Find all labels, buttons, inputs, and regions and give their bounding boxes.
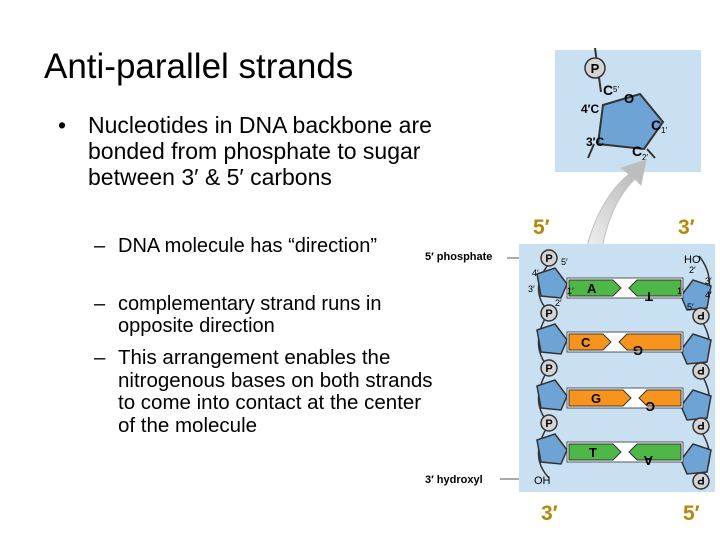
base-left bbox=[568, 443, 622, 461]
base-left-letter: C bbox=[581, 335, 591, 350]
phosphate-label: P bbox=[545, 363, 552, 375]
inset-c1-sub: 1′ bbox=[661, 126, 667, 135]
base-pair-1: A T bbox=[566, 277, 684, 304]
right-1-label: 1′ bbox=[677, 286, 684, 296]
phosphate-label: P bbox=[545, 418, 552, 430]
right-sugar-1 bbox=[680, 279, 712, 311]
base-pair-3: G C bbox=[566, 387, 684, 414]
main-bullet: • Nucleotides in DNA backbone are bonded… bbox=[58, 112, 438, 190]
right-sugar-3 bbox=[680, 389, 712, 421]
sub-bullet-3-text: This arrangement enables the nitrogenous… bbox=[118, 346, 433, 437]
inset-c3-label: 3′C bbox=[586, 135, 605, 149]
base-right bbox=[638, 389, 682, 407]
base-left-letter: A bbox=[587, 281, 597, 296]
sub-bullet-1: – DNA molecule has “direction” bbox=[94, 235, 434, 257]
main-bullet-text: Nucleotides in DNA backbone are bonded f… bbox=[88, 112, 432, 190]
phosphate-circle bbox=[584, 57, 606, 79]
left-sugar-4 bbox=[536, 433, 568, 465]
sub-bullet-2: – complementary strand runs in opposite … bbox=[94, 293, 434, 337]
base-left-letter: G bbox=[591, 391, 601, 406]
right-4-label: 4′ bbox=[705, 290, 712, 300]
phosphate-label: P bbox=[545, 253, 552, 265]
phosphate-label: P bbox=[697, 419, 704, 431]
sugar-inset: P C 5′ O 4′C C 1′ 3′C C 2′ bbox=[555, 48, 701, 172]
end-label-left-top: 5′ bbox=[533, 216, 550, 239]
left-phosphates: P P P P bbox=[540, 249, 558, 432]
base-right-letter: A bbox=[643, 453, 653, 468]
base-left bbox=[568, 389, 632, 407]
end-label-right-bottom: 5′ bbox=[683, 502, 700, 525]
end-label-left-bottom: 3′ bbox=[541, 502, 558, 525]
base-right-letter: T bbox=[645, 289, 653, 304]
left-sugar-2 bbox=[536, 323, 568, 355]
dna-diagram: P C 5′ O 4′C C 1′ 3′C C 2′ 5′ 3′ 3′ 5′ 5… bbox=[425, 48, 715, 525]
sugar-ring bbox=[596, 92, 665, 151]
inset-o-label: O bbox=[624, 91, 634, 106]
phosphate-label: P bbox=[545, 308, 552, 320]
base-right-letter: G bbox=[633, 343, 643, 358]
dash-marker: – bbox=[94, 293, 106, 315]
right-5-label: 5′ bbox=[687, 302, 694, 312]
base-left-letter: T bbox=[589, 445, 597, 460]
right-phosphates: P P P P bbox=[692, 307, 710, 490]
right-sugar-2 bbox=[680, 333, 712, 365]
inset-c2-label: C bbox=[632, 143, 642, 159]
base-left bbox=[568, 333, 612, 351]
inset-c2-sub: 2′ bbox=[642, 153, 648, 162]
phosphate-label: P bbox=[697, 309, 704, 321]
inset-c4-label: 4′C bbox=[581, 102, 600, 116]
callout-phosphate: 5′ phosphate bbox=[425, 251, 492, 263]
inset-c5-label: C bbox=[603, 82, 613, 98]
left-4-label: 4′ bbox=[532, 268, 539, 278]
base-pair-4: T A bbox=[566, 441, 684, 468]
left-2-label: 2′ bbox=[555, 298, 562, 308]
inset-c1-label: C bbox=[651, 117, 661, 133]
dash-marker: – bbox=[94, 346, 106, 369]
right-3-label: 3′ bbox=[705, 276, 712, 286]
phosphate-label: P bbox=[697, 364, 704, 376]
base-right bbox=[628, 443, 682, 461]
right-sugar-4 bbox=[680, 443, 712, 475]
base-left bbox=[568, 279, 622, 297]
left-sugar-3 bbox=[536, 379, 568, 411]
right-2-label: 2′ bbox=[689, 265, 696, 275]
base-right-letter: C bbox=[645, 399, 655, 414]
base-right bbox=[618, 333, 682, 351]
left-sugar-1 bbox=[536, 267, 568, 299]
inset-phosphate-label: P bbox=[591, 61, 600, 76]
left-3-label: 3′ bbox=[528, 284, 535, 294]
inset-c5-sub: 5′ bbox=[613, 85, 619, 94]
callout-hydroxyl: 3′ hydroxyl bbox=[425, 474, 483, 486]
phosphate-label: P bbox=[697, 474, 704, 486]
oh-label: OH bbox=[534, 475, 551, 487]
sub-bullet-3: – This arrangement enables the nitrogeno… bbox=[94, 346, 434, 437]
bullet-marker: • bbox=[58, 112, 67, 138]
end-label-right-top: 3′ bbox=[678, 216, 695, 239]
base-right bbox=[628, 279, 682, 297]
left-5-label: 5′ bbox=[561, 257, 568, 267]
slide-title: Anti-parallel strands bbox=[44, 47, 354, 86]
ho-label: HO bbox=[684, 254, 701, 266]
base-pair-2: C G bbox=[566, 331, 684, 358]
sub-bullet-1-text: DNA molecule has “direction” bbox=[118, 235, 377, 257]
left-1-label: 1′ bbox=[567, 286, 574, 296]
dash-marker: – bbox=[94, 235, 106, 257]
sub-bullet-2-text: complementary strand runs in opposite di… bbox=[118, 293, 382, 337]
